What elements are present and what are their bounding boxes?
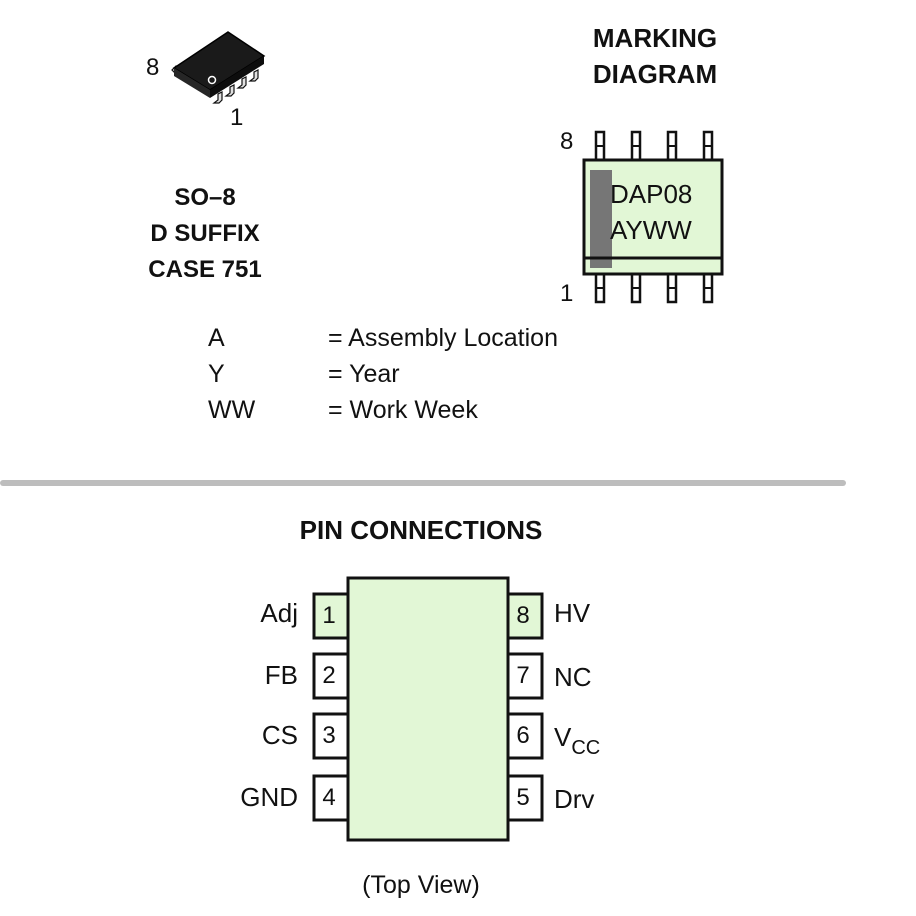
legend-code: Y — [208, 360, 225, 388]
pin-name-hv: HV — [554, 598, 591, 628]
marking-pin8-label: 8 — [560, 128, 574, 155]
package-case: CASE 751 — [148, 256, 262, 283]
marking-title-line2: DIAGRAM — [592, 59, 718, 89]
marking-package-drawing — [582, 130, 724, 304]
pin-number-7: 7 — [516, 662, 530, 689]
marking-text: DAP08 AYWW — [610, 176, 692, 248]
pin-number-4: 4 — [322, 784, 336, 811]
pin-number-3: 3 — [322, 722, 336, 749]
legend-meaning: = Year — [328, 360, 400, 388]
marking-date-code: AYWW — [610, 215, 692, 245]
view-label: (Top View) — [362, 871, 480, 899]
marking-title-line1: MARKING — [592, 23, 718, 53]
pin-name-vcc-subscript: CC — [571, 737, 601, 759]
package-pin1-label: 1 — [230, 104, 244, 131]
section-divider — [0, 480, 846, 486]
package-suffix: D SUFFIX — [150, 220, 260, 247]
pin-name-nc: NC — [554, 662, 592, 692]
pin-name-drv: Drv — [554, 784, 595, 814]
pin-name-gnd: GND — [240, 782, 298, 812]
marking-device-code: DAP08 — [610, 179, 693, 209]
pin-number-6: 6 — [516, 722, 530, 749]
so8-package-icon — [171, 31, 266, 104]
pin1-indicator-bar — [590, 170, 612, 268]
pin-name-vcc: VCC — [554, 722, 600, 759]
pinout-drawing — [312, 576, 544, 842]
pin-number-5: 5 — [516, 784, 530, 811]
pin-name-fb: FB — [264, 660, 298, 690]
pin-number-2: 2 — [322, 662, 336, 689]
pin-name-cs: CS — [261, 720, 298, 750]
ic-body — [346, 576, 510, 842]
legend-code: WW — [208, 396, 256, 424]
pin-name-adj: Adj — [260, 598, 298, 628]
package-type: SO–8 — [174, 184, 236, 211]
legend-meaning: = Assembly Location — [328, 324, 558, 352]
package-pin8-label: 8 — [146, 54, 160, 81]
legend-code: A — [208, 324, 225, 352]
package-name: SO–8 D SUFFIX CASE 751 — [120, 186, 290, 294]
pin-connections-title: PIN CONNECTIONS — [299, 515, 543, 545]
marking-title: MARKING DIAGRAM — [570, 20, 740, 92]
legend-row: A = Assembly Location — [208, 320, 558, 356]
marking-pin1-label: 1 — [560, 280, 574, 307]
legend-row: Y = Year — [208, 356, 400, 392]
legend-row: WW = Work Week — [208, 392, 478, 428]
legend-meaning: = Work Week — [328, 396, 478, 424]
pin-name-vcc-main: V — [554, 722, 572, 752]
pin-number-1: 1 — [322, 602, 336, 629]
pin-number-8: 8 — [516, 602, 530, 629]
